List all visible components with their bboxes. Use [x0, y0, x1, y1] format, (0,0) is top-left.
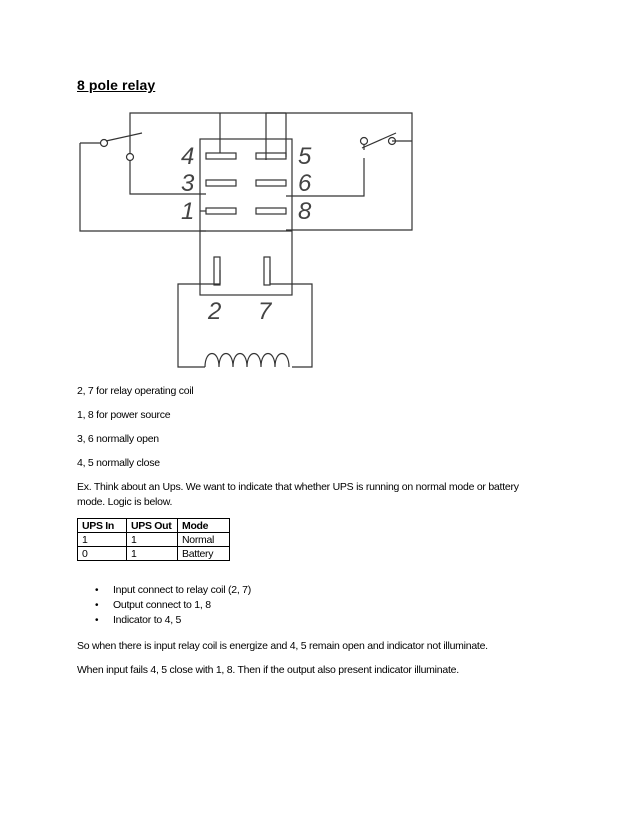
- text-line: 2, 7 for relay operating coil: [77, 385, 194, 397]
- table-cell: Normal: [177, 532, 230, 547]
- coil-winding: [204, 352, 290, 368]
- contact-6: [255, 179, 287, 187]
- contact-3: [205, 179, 237, 187]
- table-cell: 0: [77, 546, 127, 561]
- bullet-icon: •: [95, 615, 99, 626]
- paragraph: So when there is input relay coil is ene…: [77, 640, 488, 652]
- text-line: mode. Logic is below.: [77, 496, 173, 508]
- text-line: 1, 8 for power source: [77, 409, 171, 421]
- paragraph: When input fails 4, 5 close with 1, 8. T…: [77, 664, 459, 676]
- bullet-icon: •: [95, 585, 99, 596]
- table-cell: 1: [126, 546, 178, 561]
- list-item: • Output connect to 1, 8: [95, 598, 251, 613]
- table-header-cell: Mode: [177, 518, 230, 533]
- relay-body: [199, 138, 293, 296]
- table-row: 1 1 Normal: [77, 532, 230, 547]
- table-header-cell: UPS Out: [126, 518, 178, 533]
- list-item: • Indicator to 4, 5: [95, 613, 251, 628]
- table-cell: Battery: [177, 546, 230, 561]
- table-row: 0 1 Battery: [77, 546, 230, 561]
- pin-label-1: 1: [181, 198, 195, 225]
- left-switch-terminal-a: [99, 138, 109, 148]
- list-item-text: Input connect to relay coil (2, 7): [113, 584, 251, 596]
- document-title: 8 pole relay: [77, 77, 156, 93]
- pin-label-3: 3: [181, 170, 195, 197]
- pin-label-6: 6: [298, 170, 312, 197]
- pin-label-4: 4: [181, 143, 195, 170]
- table-header-row: UPS In UPS Out Mode: [77, 518, 230, 533]
- bullet-list: • Input connect to relay coil (2, 7) • O…: [95, 583, 251, 628]
- pin-label-7: 7: [258, 298, 272, 325]
- logic-table: UPS In UPS Out Mode 1 1 Normal 0 1 Batte…: [77, 518, 230, 561]
- contact-8: [255, 207, 287, 215]
- list-item-text: Output connect to 1, 8: [113, 599, 211, 611]
- list-item: • Input connect to relay coil (2, 7): [95, 583, 251, 598]
- text-line: 4, 5 normally close: [77, 457, 160, 469]
- pin-label-2: 2: [208, 298, 222, 325]
- table-cell: 1: [126, 532, 178, 547]
- text-line: 3, 6 normally open: [77, 433, 159, 445]
- contact-4: [205, 152, 237, 160]
- right-switch-terminal-a: [359, 136, 369, 146]
- pin-label-5: 5: [298, 143, 312, 170]
- table-header-cell: UPS In: [77, 518, 127, 533]
- table-cell: 1: [77, 532, 127, 547]
- bullet-icon: •: [95, 600, 99, 611]
- pin-label-8: 8: [298, 198, 312, 225]
- text-line: Ex. Think about an Ups. We want to indic…: [77, 481, 519, 493]
- list-item-text: Indicator to 4, 5: [113, 614, 182, 626]
- relay-wiring-diagram-right: [177, 112, 413, 368]
